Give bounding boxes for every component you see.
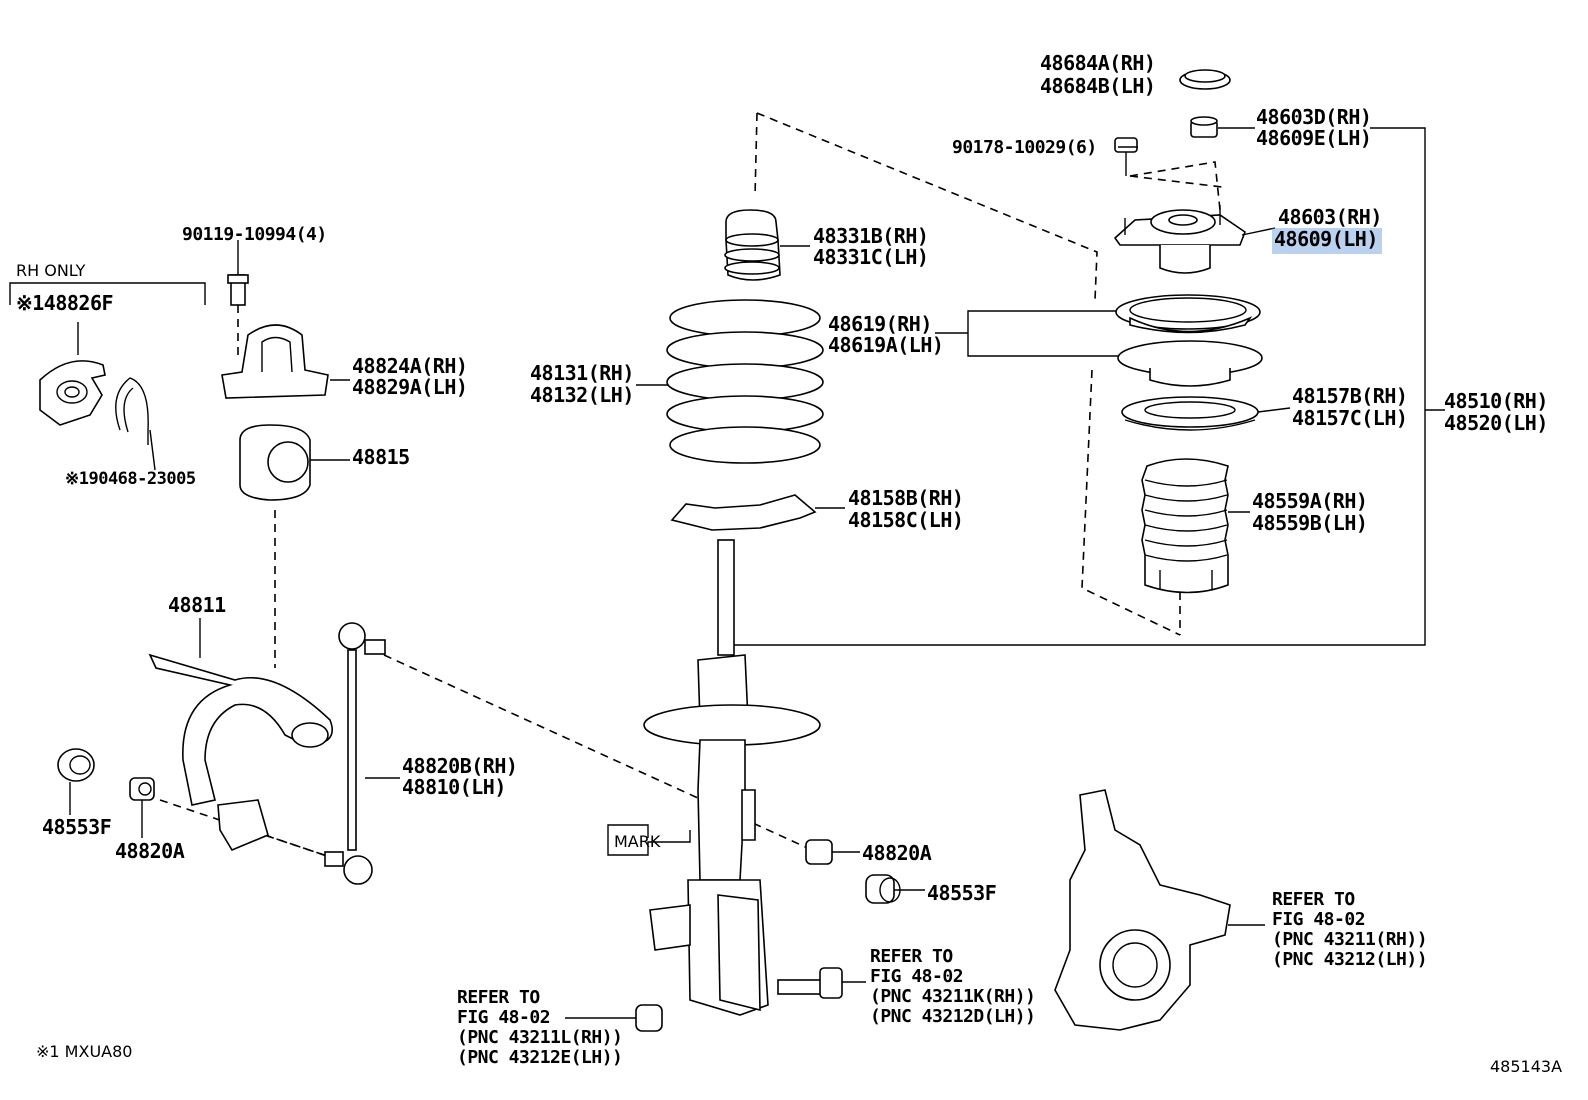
label-48811: 48811 [168,593,226,617]
label-mark: MARK [614,832,661,851]
label-48520: 48520(LH) [1444,411,1548,435]
stabilizer-bar-part [148,653,333,852]
stabilizer-plate-part [39,360,106,426]
label-48331C: 48331C(LH) [813,245,928,269]
label-48158B: 48158B(RH) [848,486,963,510]
label-ref-nut-3: (PNC 43211L(RH)) [457,1027,622,1048]
part-labels: 48684A(RH) 48684B(LH) 90178-10029(6) 486… [16,51,1562,1076]
bracket-bolt-part [227,240,249,306]
label-ref-knuckle-4: (PNC 43212(LH)) [1272,949,1427,970]
coil-spring-part [666,299,824,464]
steering-knuckle-part [1054,789,1231,1031]
label-48603D: 48603D(RH) [1256,105,1371,129]
nut-part-right [805,839,833,865]
label-48609-highlighted: 48609(LH) [1274,227,1378,251]
mount-nut-part [1114,137,1138,176]
label-48131: 48131(RH) [530,361,634,385]
label-48553F-right: 48553F [927,881,996,905]
label-48157C: 48157C(LH) [1292,406,1407,430]
spring-insulator-lower-part [1117,340,1263,387]
label-90119: 90119-10994(4) [182,224,327,245]
label-48559B: 48559B(LH) [1252,511,1367,535]
label-48157B: 48157B(RH) [1292,384,1407,408]
lower-spring-insulator-part [670,494,817,531]
label-90468: ※190468-23005 [65,469,196,489]
shock-absorber-part [643,539,821,1016]
label-ref-bolt-1: REFER TO [870,946,953,967]
stabilizer-clip-part [115,377,149,445]
leader-lines [69,127,1291,1019]
label-ref-nut-4: (PNC 43212E(LH)) [457,1047,622,1068]
label-90178: 90178-10029(6) [952,137,1097,158]
label-48820A-right: 48820A [862,841,932,865]
label-48815: 48815 [352,445,410,469]
label-48609E: 48609E(LH) [1256,126,1371,150]
bearing-part [1121,396,1259,431]
bump-stopper-part [724,209,781,281]
dust-cap-part [1179,69,1231,90]
label-48510: 48510(RH) [1444,389,1548,413]
label-48684B: 48684B(LH) [1040,74,1155,98]
spring-insulator-upper-part [1115,294,1261,334]
label-48619A: 48619A(LH) [828,333,943,357]
label-48824A: 48824A(RH) [352,354,467,378]
label-ref-knuckle-3: (PNC 43211(RH)) [1272,929,1427,950]
stabilizer-link-part [324,622,386,885]
strut-nut-part [635,1004,663,1032]
label-ref-knuckle-1: REFER TO [1272,889,1355,910]
strut-bolt-part [777,967,843,999]
label-ref-nut-2: FIG 48-02 [457,1007,550,1028]
label-48829A: 48829A(LH) [352,375,467,399]
label-48553F-left: 48553F [42,815,111,839]
footnote: ※1 MXUA80 [36,1042,132,1061]
label-ref-bolt-4: (PNC 43212D(LH)) [870,1006,1035,1027]
stabilizer-bracket-part [221,324,329,399]
bushing-part-right [865,874,901,904]
bushing-part-left [57,748,95,782]
top-nut-part [1190,116,1218,138]
label-rh-only: RH ONLY [16,261,86,280]
label-48331B: 48331B(RH) [813,224,928,248]
label-48559A: 48559A(RH) [1252,489,1367,513]
label-48810: 48810(LH) [402,775,506,799]
label-ref-knuckle-2: FIG 48-02 [1272,909,1365,930]
label-ref-nut-1: REFER TO [457,987,540,1008]
label-48820A-left: 48820A [115,839,185,863]
label-ref-bolt-2: FIG 48-02 [870,966,963,987]
dust-boot-part [1141,458,1229,594]
label-48132: 48132(LH) [530,383,634,407]
highlight-box [1272,228,1382,254]
label-48826F: ※148826F [16,291,113,315]
label-48820B: 48820B(RH) [402,754,517,778]
label-48684A: 48684A(RH) [1040,51,1155,75]
label-48603: 48603(RH) [1278,205,1382,229]
figure-id: 485143A [1490,1057,1562,1076]
stabilizer-bushing-part [239,424,311,501]
label-48158C: 48158C(LH) [848,508,963,532]
label-ref-bolt-3: (PNC 43211K(RH)) [870,986,1035,1007]
strut-mount-part [1113,205,1246,274]
nut-part-left [129,777,155,801]
label-48619: 48619(RH) [828,312,932,336]
